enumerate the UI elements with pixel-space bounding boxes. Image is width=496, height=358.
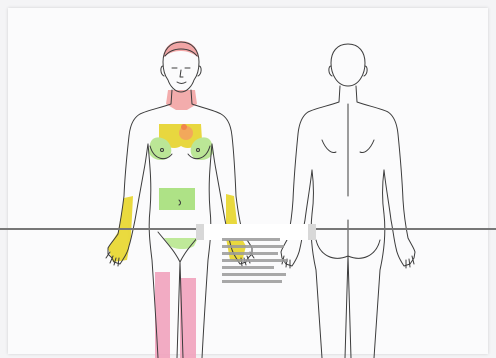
highlight-abdomen bbox=[159, 188, 195, 210]
back-inner-right-leg bbox=[345, 256, 348, 358]
front-right-torso-leg bbox=[148, 144, 158, 358]
redacted-line bbox=[222, 259, 288, 262]
back-inner-left-leg bbox=[348, 256, 351, 358]
redacted-line bbox=[222, 245, 284, 248]
front-right-armpit bbox=[144, 144, 148, 170]
front-highlights bbox=[108, 41, 246, 358]
front-mouth bbox=[177, 82, 186, 84]
redaction-box bbox=[196, 224, 316, 240]
redaction bbox=[0, 224, 496, 283]
back-view bbox=[281, 44, 415, 358]
back-left-torso-leg bbox=[374, 170, 385, 358]
back-left-scapula bbox=[360, 140, 374, 153]
back-head-outline bbox=[331, 44, 365, 86]
redacted-line bbox=[222, 273, 286, 276]
front-left-torso-leg bbox=[202, 144, 212, 358]
redacted-line bbox=[222, 266, 274, 269]
redacted-line bbox=[222, 280, 282, 283]
front-inner-right-leg bbox=[177, 262, 180, 358]
back-right-shoulder bbox=[298, 86, 340, 134]
redaction-edge-left bbox=[196, 224, 204, 240]
back-left-shoulder bbox=[356, 86, 398, 134]
highlight-chest-spot-core bbox=[181, 124, 187, 130]
back-right-scapula bbox=[322, 140, 336, 153]
front-view bbox=[106, 41, 254, 358]
highlight-neck bbox=[166, 90, 197, 110]
front-nose bbox=[180, 70, 183, 77]
back-left-arm bbox=[384, 134, 415, 266]
redacted-line bbox=[222, 238, 280, 241]
redacted-line bbox=[222, 252, 278, 255]
back-right-torso-leg bbox=[311, 170, 322, 358]
back-left-fingers bbox=[406, 256, 414, 268]
front-left-armpit bbox=[212, 144, 216, 170]
back-right-arm bbox=[281, 134, 312, 266]
redaction-edge-right bbox=[308, 224, 316, 240]
